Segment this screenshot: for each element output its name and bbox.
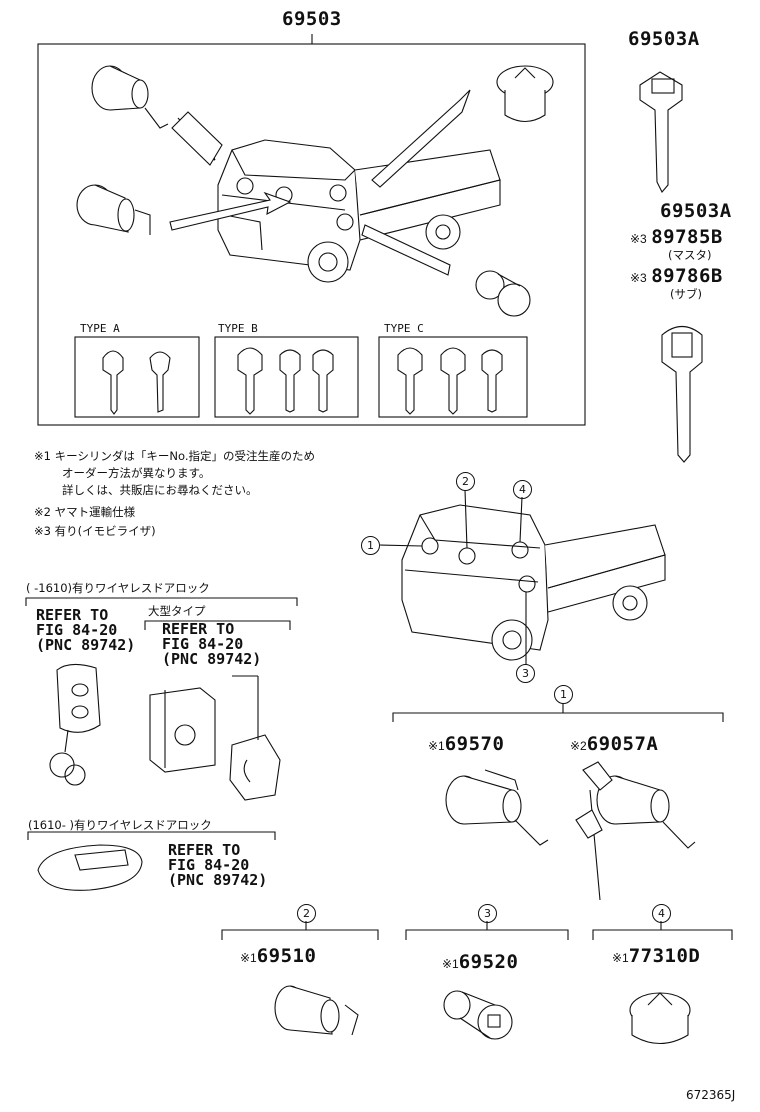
note-1: ※1 キーシリンダは「キーNo.指定」の受注生産のため: [34, 448, 315, 464]
part-number-69570: 69570: [444, 733, 505, 755]
bracket-wireless-2: [27, 831, 276, 840]
truck-illustration-bottom: [379, 489, 666, 665]
type-c-label: TYPE C: [384, 322, 424, 335]
type-c-box: [378, 336, 528, 418]
note-1-line-1: キーシリンダは「キーNo.指定」の受注生産のため: [54, 449, 315, 463]
part-number-69510: 69510: [256, 945, 317, 967]
callout-2: 2: [456, 472, 475, 491]
note-1-mark: ※1: [34, 449, 51, 463]
bracket-group-1: [392, 712, 724, 722]
mark-3: ※3: [630, 232, 647, 246]
part-number-69503: 69503: [282, 8, 342, 30]
wireless-1b-ref-3: (PNC 89742): [162, 650, 262, 668]
fuel-cap-77310d-icon: [629, 992, 691, 1045]
group-1-label: 1: [554, 685, 573, 704]
type-b-label: TYPE B: [218, 322, 258, 335]
remote-fob-icon: [49, 663, 101, 786]
group-2-label: 2: [297, 904, 316, 923]
bracket-group-4: [592, 929, 733, 940]
part-number-89785b: 89785B: [651, 226, 723, 248]
lock-cylinder-mid-left: [76, 184, 151, 235]
wireless-1-header: ( -1610)有りワイヤレスドアロック: [26, 581, 210, 595]
key-master-row: ※3 89785B: [630, 226, 723, 248]
wireless-1b-ref-1: REFER TO: [162, 620, 235, 638]
large-type-label: 大型タイプ: [148, 604, 206, 618]
group-1-part-b: ※269057A: [570, 733, 659, 755]
key-sub-row: ※3 89786B: [630, 265, 723, 287]
type-a-label: TYPE A: [80, 322, 120, 335]
group-3-part: ※169520: [442, 951, 519, 973]
part-number-69057a: 69057A: [586, 733, 659, 755]
fuel-cap-top-right: [496, 65, 554, 123]
note-1-line-2: オーダー方法が異なります。: [62, 466, 211, 480]
note-3: ※3 有り(イモビライザ): [34, 524, 156, 538]
group-4-label: 4: [652, 904, 671, 923]
note-2: ※2 ヤマト運輸仕様: [34, 505, 136, 519]
part-number-77310d: 77310D: [628, 945, 701, 967]
key-69503a-icon: [639, 71, 683, 193]
wireless-2-ref-1: REFER TO: [168, 841, 241, 859]
part-number-69503a: 69503A: [660, 200, 732, 222]
lock-cylinder-69570-icon: [445, 769, 549, 846]
group-3-label: 3: [478, 904, 497, 923]
part-number-89786b: 89786B: [651, 265, 723, 287]
figure-code: 672365J: [686, 1088, 736, 1102]
receiver-unit-icon: [149, 675, 281, 801]
callout-3: 3: [516, 664, 535, 683]
type-b-box: [214, 336, 359, 418]
wireless-1-ref-1: REFER TO: [36, 606, 109, 624]
group-4-part: ※177310D: [612, 945, 701, 967]
part-number-69520: 69520: [458, 951, 519, 973]
bracket-group-2: [221, 929, 379, 940]
type-a-box: [74, 336, 200, 418]
lock-cylinder-69057a-icon: [575, 761, 696, 901]
callout-4: 4: [513, 480, 532, 499]
note-1-line-3: 詳しくは、共販店にお尋ねください。: [62, 483, 258, 497]
lock-cylinder-69520-icon: [443, 990, 513, 1040]
wireless-1b-ref-2: FIG 84-20: [162, 635, 244, 653]
wireless-2-ref-3: (PNC 89742): [168, 871, 268, 889]
group-1-part-a: ※169570: [428, 733, 505, 755]
wireless-2-header: (1610- )有りワイヤレスドアロック: [28, 818, 212, 832]
lock-cylinder-top-left: [91, 65, 169, 129]
mark-3: ※3: [630, 271, 647, 285]
wireless-1-ref-3: (PNC 89742): [36, 636, 136, 654]
bracket-group-3: [405, 929, 569, 940]
part-number-69503a-top: 69503A: [628, 28, 700, 50]
key-icons-types: [102, 347, 503, 415]
wireless-2-ref-2: FIG 84-20: [168, 856, 250, 874]
truck-illustration-top: [217, 139, 501, 283]
master-label: (マスタ): [668, 248, 712, 262]
smart-key-icon: [37, 844, 143, 891]
wireless-1-ref-2: FIG 84-20: [36, 621, 118, 639]
lock-cylinder-69510-icon: [274, 985, 359, 1036]
sub-label: (サブ): [670, 287, 702, 301]
group-2-part: ※169510: [240, 945, 317, 967]
callout-1: 1: [361, 536, 380, 555]
key-89786b-icon: [661, 325, 703, 463]
bracket-wireless-1: [25, 597, 298, 606]
lock-cylinder-top-right-small: [475, 270, 531, 317]
